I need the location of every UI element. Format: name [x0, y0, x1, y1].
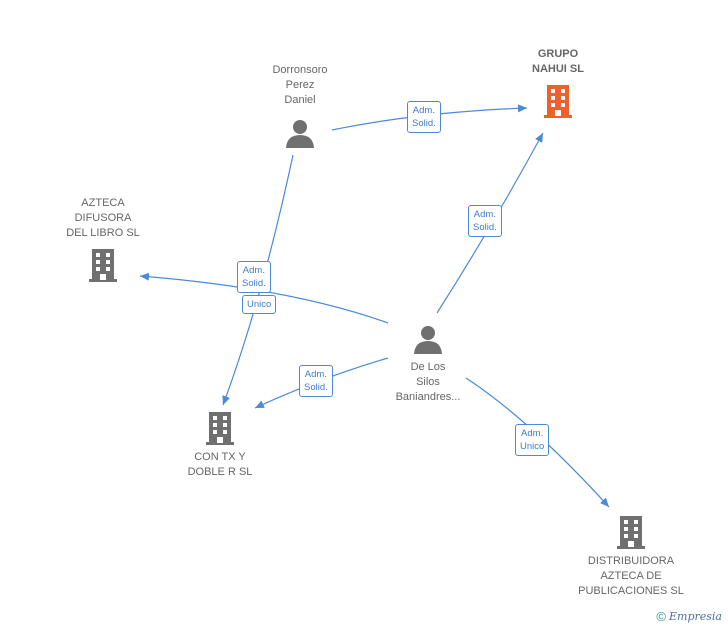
edge-label-unico[interactable]: Unico	[242, 295, 277, 314]
building-icon	[544, 85, 572, 118]
node-con-tx[interactable]: CON TX Y DOBLE R SL	[170, 410, 270, 480]
edge-label-adm-solid[interactable]: Adm. Solid.	[237, 261, 271, 293]
node-label: DISTRIBUIDORA AZTECA DE PUBLICACIONES SL	[578, 555, 684, 597]
node-label: GRUPO NAHUI SL	[532, 48, 584, 75]
node-label: De Los Silos Baniandres...	[395, 361, 461, 403]
node-distribuidora[interactable]: DISTRIBUIDORA AZTECA DE PUBLICACIONES SL	[566, 514, 696, 599]
node-label: AZTECA DIFUSORA DEL LIBRO SL	[66, 197, 140, 239]
building-icon	[89, 249, 117, 282]
brand-logo: Empresia	[669, 610, 722, 623]
edge-silos-azteca	[139, 272, 389, 324]
node-label: Dorronsoro Perez Daniel	[272, 64, 328, 106]
copyright-icon: ©	[656, 609, 666, 624]
node-grupo-nahui[interactable]: GRUPO NAHUI SL	[510, 47, 606, 119]
building-icon	[617, 516, 645, 549]
edge-label-adm-solid[interactable]: Adm. Solid.	[468, 205, 502, 237]
edge-label-adm-solid[interactable]: Adm. Solid.	[407, 101, 441, 133]
node-label: CON TX Y DOBLE R SL	[187, 451, 253, 478]
person-icon	[286, 120, 314, 148]
person-icon	[414, 326, 442, 354]
building-icon	[206, 412, 234, 445]
node-de-los-silos[interactable]: De Los Silos Baniandres...	[378, 324, 478, 405]
edge-label-adm-solid[interactable]: Adm. Solid.	[299, 365, 333, 397]
edge-label-adm-unico[interactable]: Adm. Unico	[515, 424, 550, 456]
node-azteca-difusora[interactable]: AZTECA DIFUSORA DEL LIBRO SL	[53, 196, 153, 283]
copyright-watermark: © Empresia	[656, 609, 722, 624]
node-dorronsoro[interactable]: Dorronsoro Perez Daniel	[248, 63, 352, 150]
